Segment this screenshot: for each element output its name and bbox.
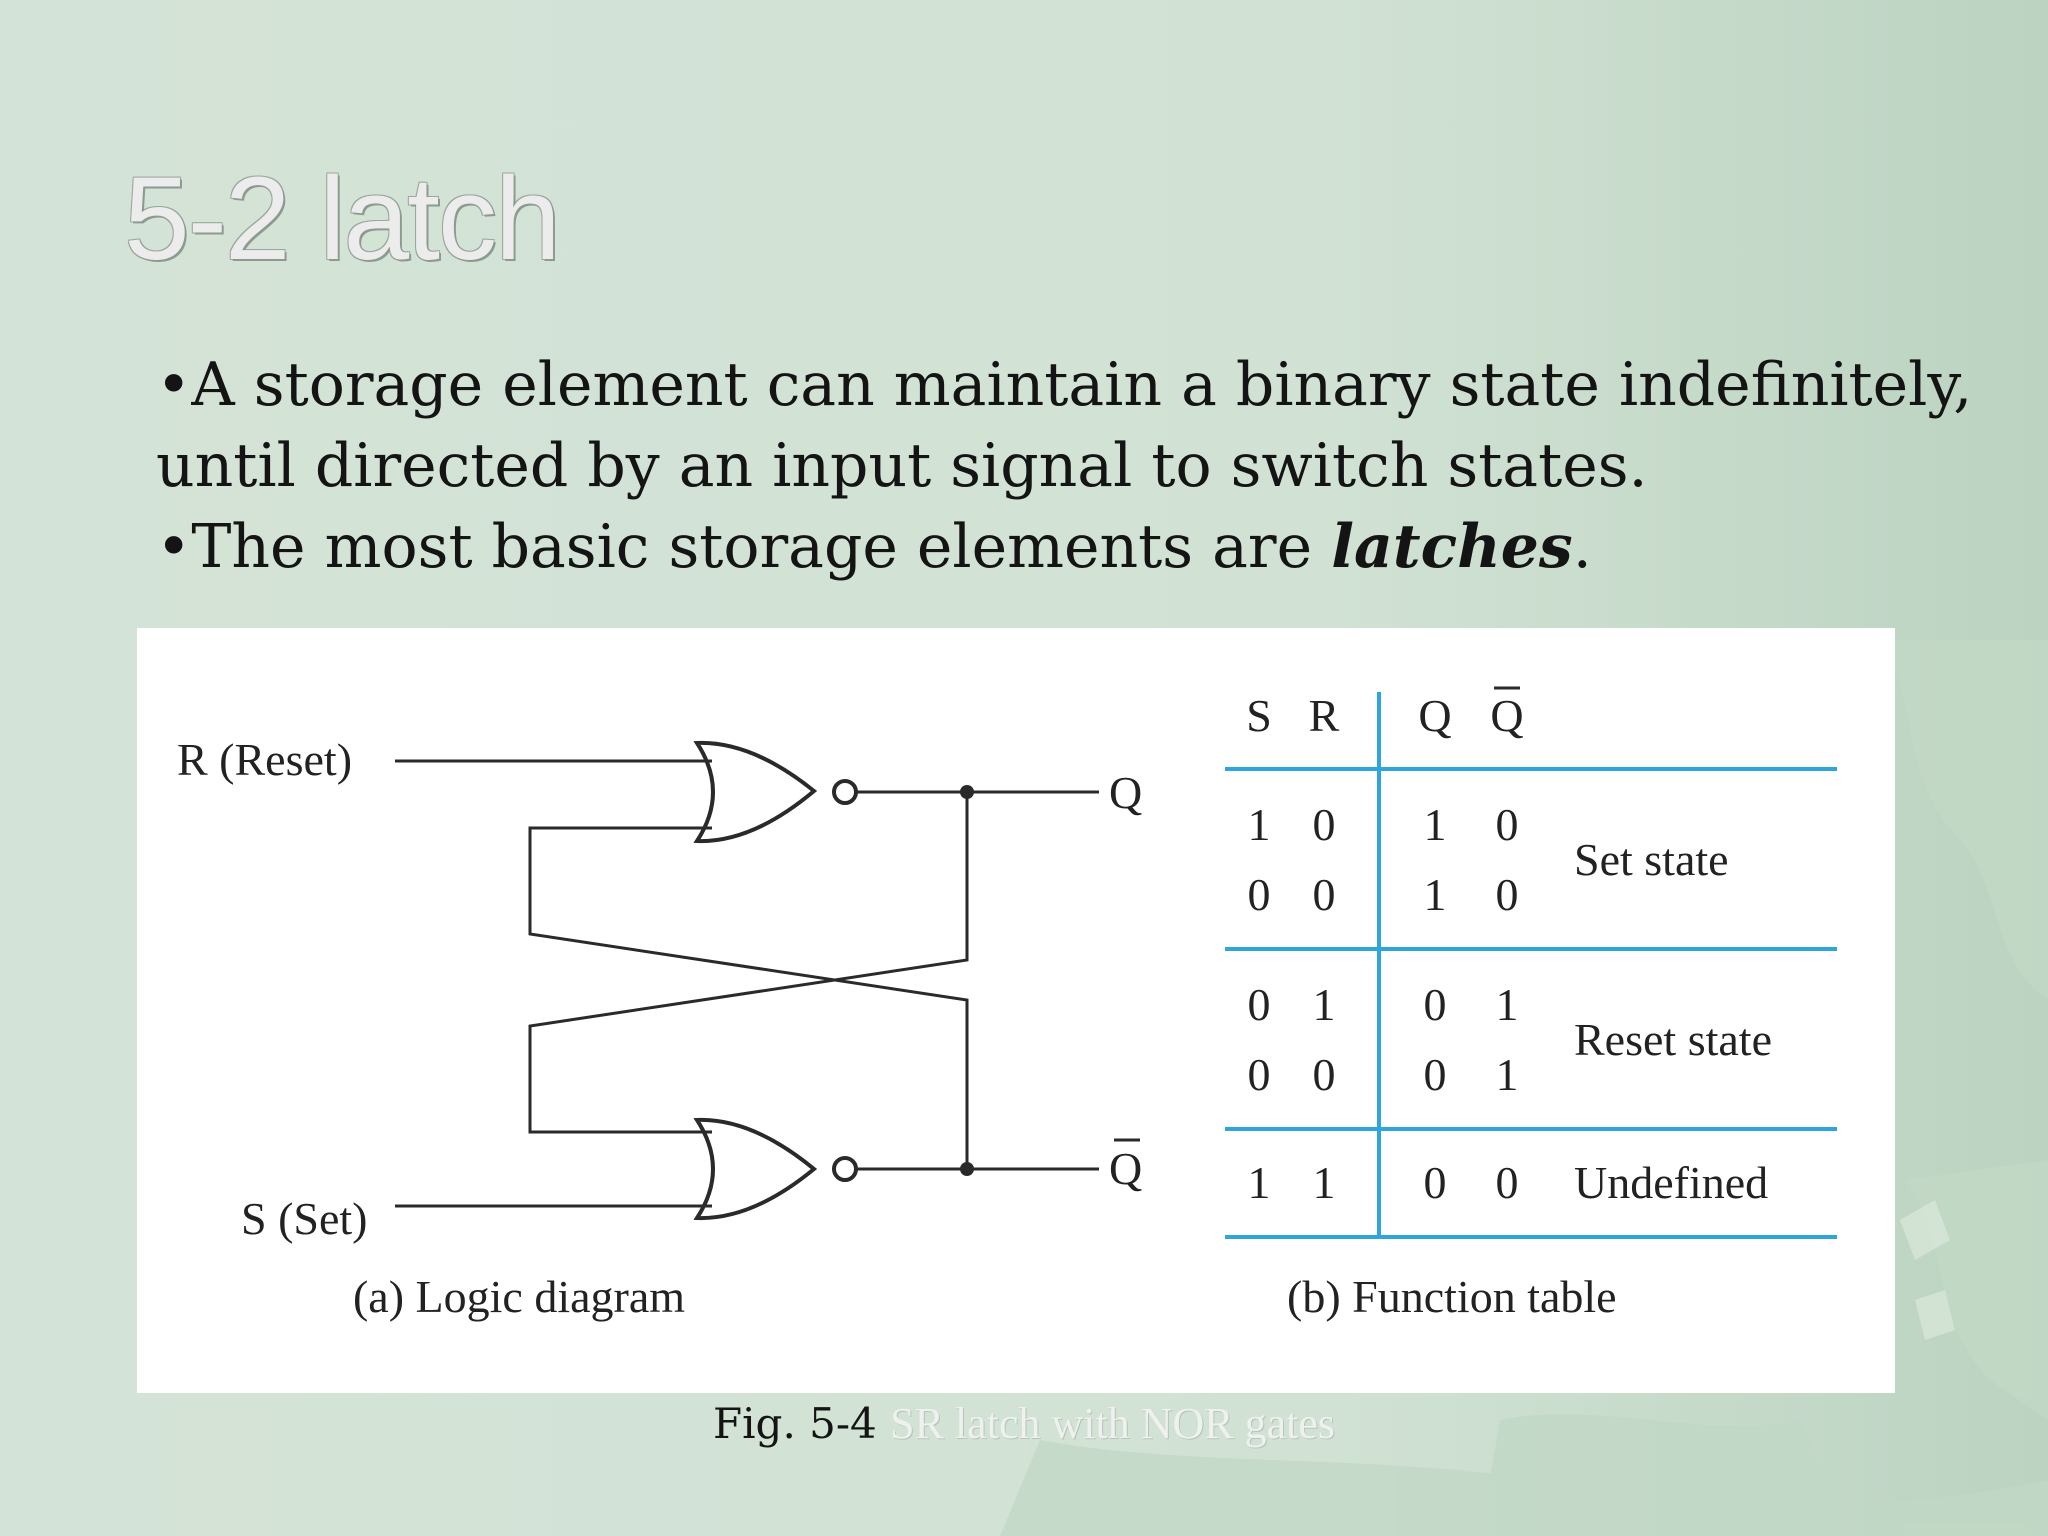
table-cell: 1	[1424, 869, 1447, 920]
caption-logic-diagram: (a) Logic diagram	[353, 1271, 685, 1322]
state-label-reset: Reset state	[1574, 1014, 1772, 1065]
table-cell: 1	[1248, 1157, 1271, 1208]
junction-q	[960, 785, 974, 799]
table-cell: 1	[1313, 979, 1336, 1030]
bullet-latches: •The most basic storage elements are lat…	[156, 507, 2016, 588]
table-cell: 0	[1313, 1049, 1336, 1100]
wire-feedback-top	[528, 826, 969, 1169]
table-cell: 1	[1424, 799, 1447, 850]
figure-caption-number: Fig. 5-4	[712, 1399, 891, 1448]
label-q-output: Q	[1109, 767, 1142, 818]
label-qbar-output: Q	[1109, 1143, 1142, 1194]
nor-bubble-top	[832, 779, 858, 805]
table-cell: 0	[1313, 799, 1336, 850]
table-header-r: R	[1309, 690, 1340, 741]
figure-caption-title: SR latch with NOR gates	[890, 1399, 1335, 1448]
bullet-latches-tail: .	[1572, 512, 1592, 582]
bullet-latches-emphasis: latches	[1331, 512, 1573, 582]
nor-gate-bottom	[693, 1117, 818, 1221]
table-header-s: S	[1246, 690, 1272, 741]
table-cell: 0	[1496, 799, 1519, 850]
state-label-set: Set state	[1574, 834, 1729, 885]
nor-gate-top	[693, 740, 818, 844]
slide-title: 5-2 latch	[124, 153, 561, 285]
function-table: S R Q Q 1 0 1 0 0 0 1 0 0 1 0 1 0 0 0 1	[1225, 686, 1837, 1322]
logic-diagram	[395, 740, 1099, 1221]
table-cell: 1	[1496, 979, 1519, 1030]
table-cell: 1	[1248, 799, 1271, 850]
table-cell: 0	[1313, 869, 1336, 920]
table-cell: 0	[1424, 979, 1447, 1030]
label-reset-input: R (Reset)	[177, 734, 352, 785]
caption-function-table: (b) Function table	[1287, 1271, 1617, 1322]
sr-latch-figure: R (Reset) S (Set) Q Q (a) Logic diagram …	[137, 628, 1895, 1393]
table-cell: 0	[1496, 869, 1519, 920]
nor-bubble-bottom	[832, 1156, 858, 1182]
state-label-undefined: Undefined	[1574, 1157, 1768, 1208]
table-header-q: Q	[1418, 690, 1451, 741]
table-cell: 0	[1248, 979, 1271, 1030]
table-cell: 0	[1248, 869, 1271, 920]
table-cell: 0	[1248, 1049, 1271, 1100]
sr-latch-svg: R (Reset) S (Set) Q Q (a) Logic diagram …	[177, 686, 1837, 1322]
bullet-storage-element: •A storage element can maintain a binary…	[156, 350, 1973, 501]
table-cell: 0	[1424, 1049, 1447, 1100]
figure-caption: Fig. 5-4 SR latch with NOR gates	[0, 1396, 2048, 1452]
bullet-list: •A storage element can maintain a binary…	[156, 345, 2016, 588]
junction-qbar	[960, 1162, 974, 1176]
label-set-input: S (Set)	[241, 1193, 368, 1244]
table-cell: 0	[1424, 1157, 1447, 1208]
table-cell: 1	[1496, 1049, 1519, 1100]
table-cell: 1	[1313, 1157, 1336, 1208]
table-header-qbar: Q	[1490, 690, 1523, 741]
wire-feedback-bottom	[528, 792, 969, 1134]
bullet-latches-lead: •The most basic storage elements are	[156, 512, 1332, 582]
table-cell: 0	[1496, 1157, 1519, 1208]
